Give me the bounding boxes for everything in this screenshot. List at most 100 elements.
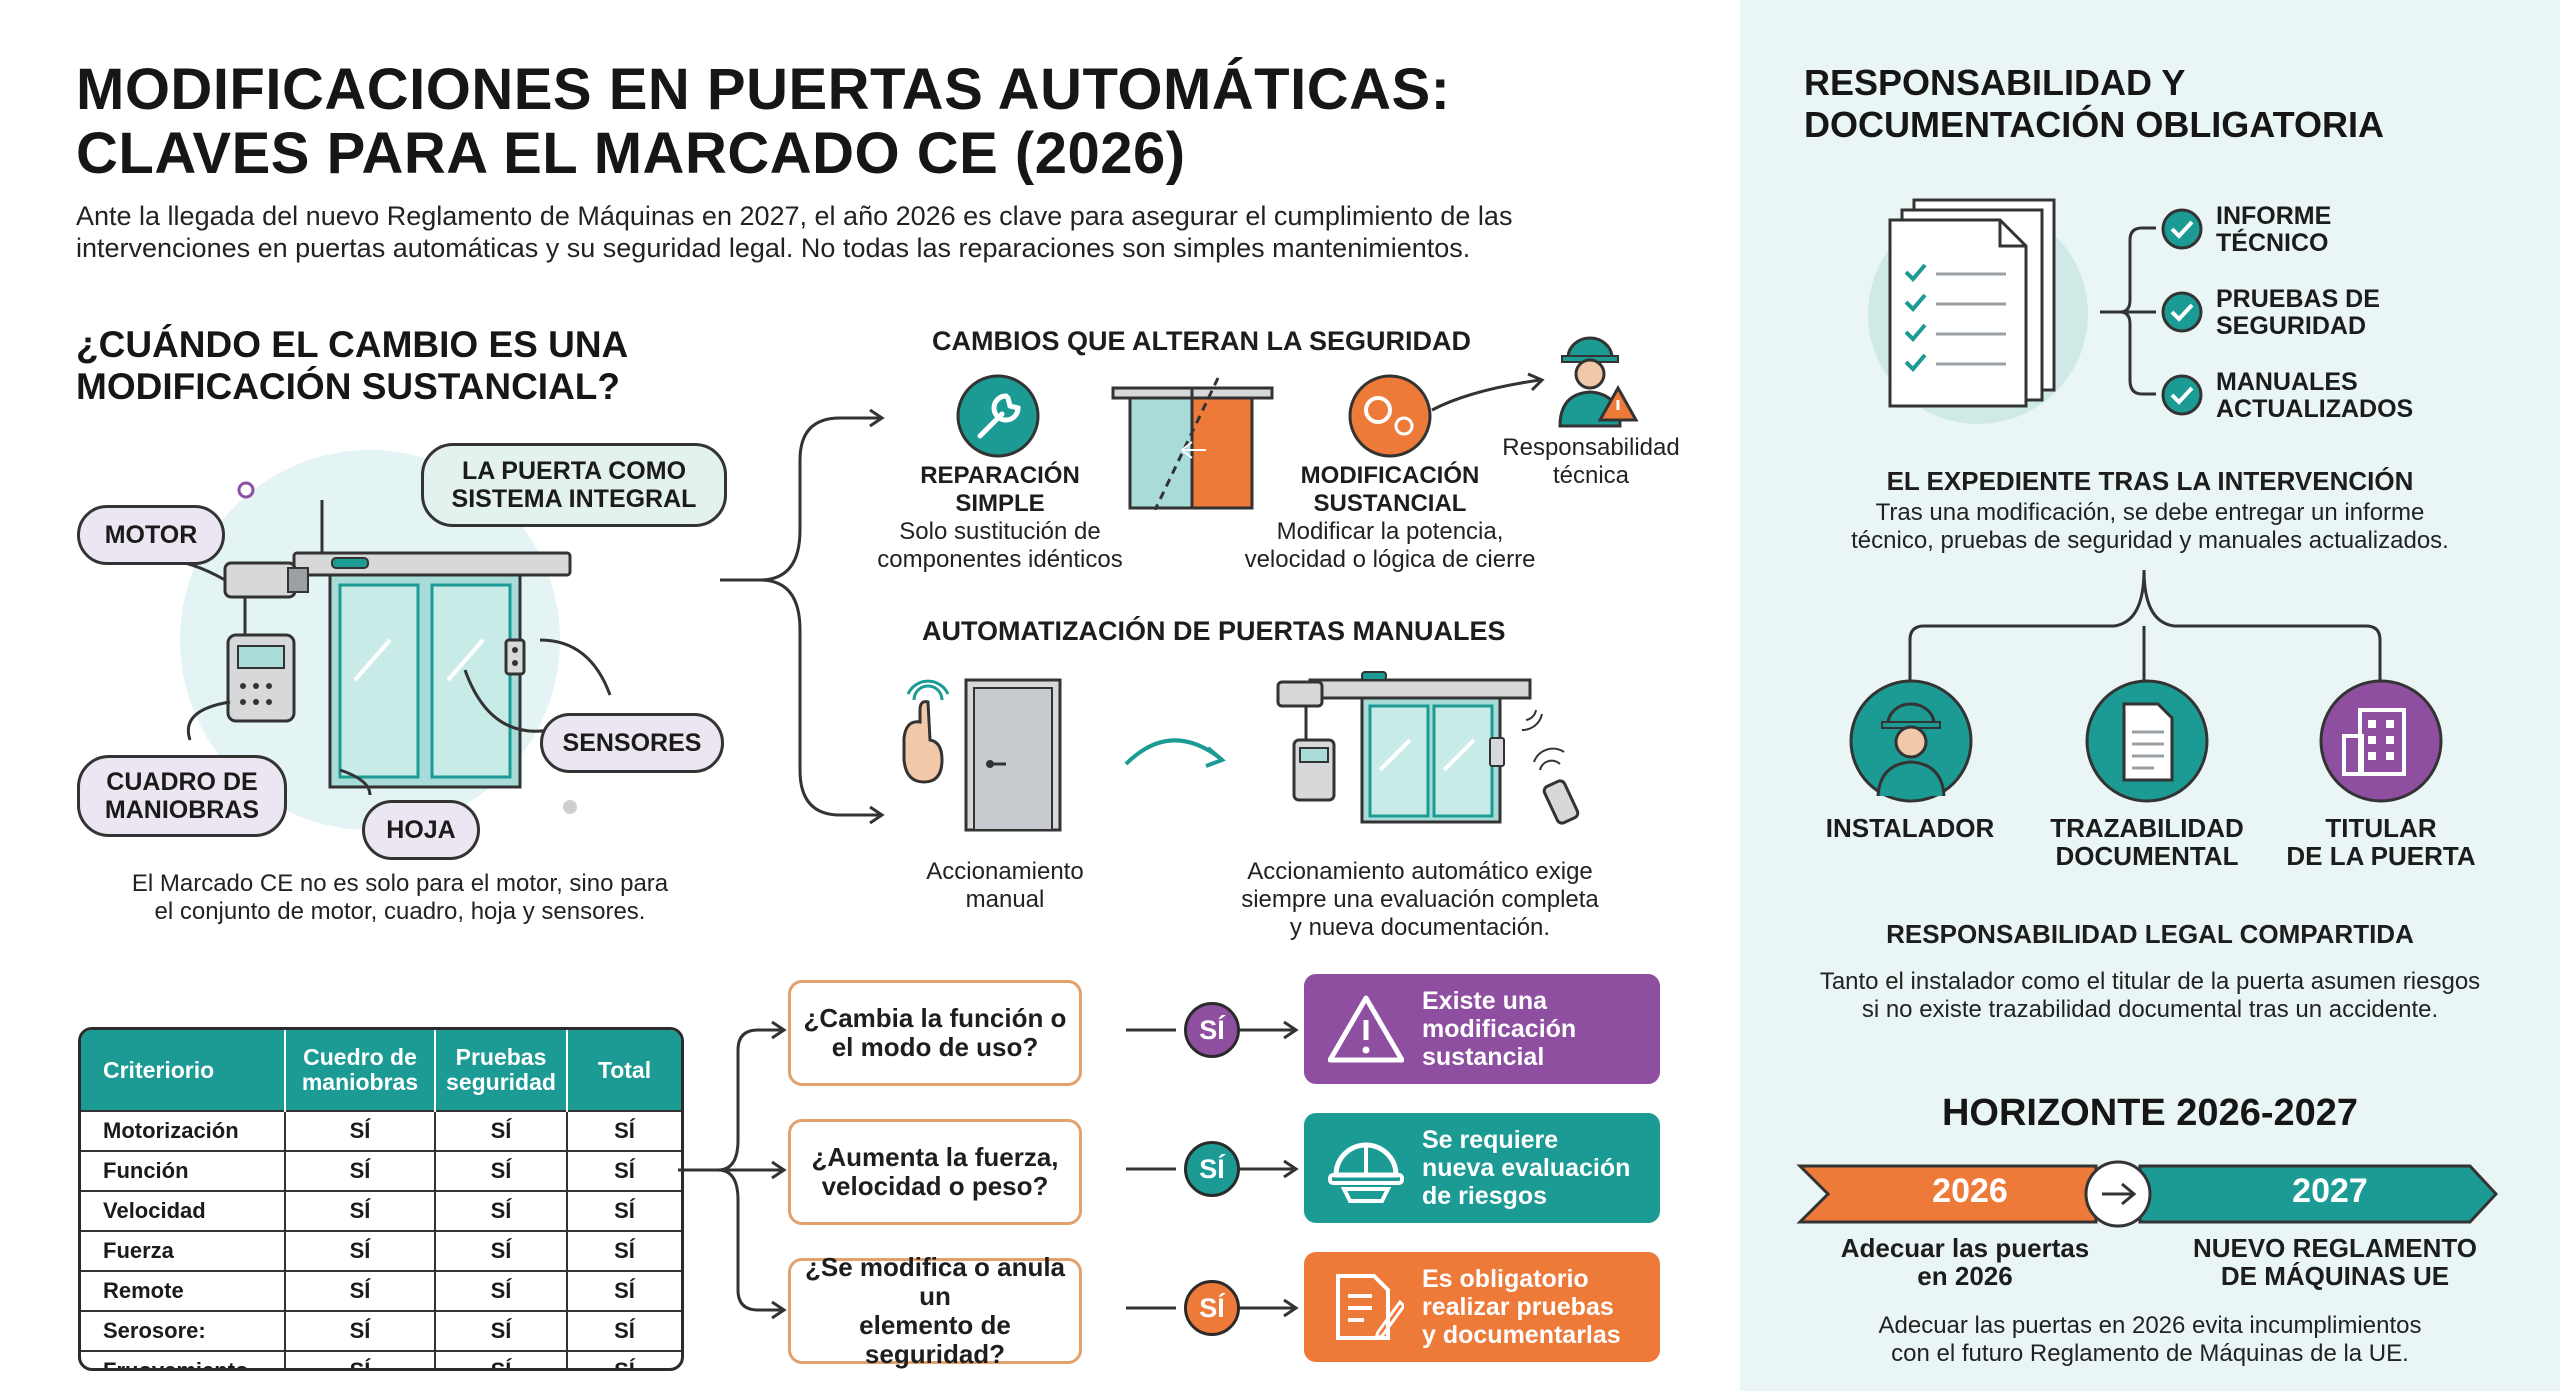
- table-cell: Fruovemiento: [81, 1350, 286, 1368]
- node-line: TRAZABILIDAD: [2050, 813, 2244, 843]
- substantial-modification: MODIFICACIÓN SUSTANCIAL Modificar la pot…: [1220, 462, 1560, 574]
- check-circle-icon: [2161, 208, 2203, 250]
- check-line: INFORME: [2216, 202, 2332, 230]
- table-cell: SÍ: [285, 1190, 436, 1231]
- label-integral-system: LA PUERTA COMO SISTEMA INTEGRAL: [421, 443, 727, 527]
- result-substantial: Existe una modificación sustancial: [1304, 974, 1660, 1084]
- auto-door-motor: [1276, 680, 1324, 708]
- safety-helmet-icon: [1328, 1142, 1404, 1203]
- table-cell: SÍ: [435, 1350, 568, 1368]
- manual-automation-illustration: [902, 671, 1580, 832]
- table-cell: SÍ: [285, 1150, 436, 1191]
- arrow-right-icon: [2102, 1182, 2137, 1206]
- substantial-desc-1: Modificar la potencia,: [1276, 518, 1504, 545]
- decor-dot: [563, 800, 577, 814]
- table-cell: SÍ: [285, 1110, 436, 1151]
- label-motor: MOTOR: [77, 505, 225, 565]
- intro-line-1: Ante la llegada del nuevo Reglamento de …: [76, 201, 1513, 231]
- result-line: sustancial: [1422, 1043, 1545, 1071]
- table-cell: SÍ: [435, 1190, 568, 1231]
- dashed-divider: [1153, 377, 1220, 510]
- table-cell: SÍ: [435, 1110, 568, 1151]
- page-title: MODIFICACIONES EN PUERTAS AUTOMÁTICAS: C…: [76, 58, 1451, 186]
- check-informe: INFORME TÉCNICO: [2216, 203, 2331, 257]
- check-pruebas: PRUEBAS DE SEGURIDAD: [2216, 286, 2380, 340]
- documents-illustration: [1868, 198, 2088, 424]
- answer-connectors: [1126, 1020, 1299, 1318]
- result-tests-text: Es obligatorio realizar pruebas y docume…: [1422, 1265, 1621, 1349]
- when-caption-1: El Marcado CE no es solo para el motor, …: [131, 870, 669, 897]
- table-cell: SÍ: [567, 1310, 681, 1351]
- legal-line-1: Tanto el instalador como el titular de l…: [1819, 968, 2481, 995]
- remote-control-icon: [1542, 779, 1580, 825]
- document-pen-icon: [1336, 1274, 1404, 1341]
- answer-yes-3: SÍ: [1184, 1280, 1240, 1336]
- leader-sensores-2: [463, 669, 551, 733]
- auto-caption-3: y nueva documentación.: [1289, 914, 1551, 941]
- year1-caption-1: Adecuar las puertas: [1840, 1233, 2090, 1263]
- intro-line-2: intervenciones en puertas automáticas y …: [76, 233, 1471, 263]
- label-hoja-text: HOJA: [386, 816, 456, 844]
- when-caption: El Marcado CE no es solo para el motor, …: [80, 870, 720, 926]
- check-line: MANUALES: [2216, 368, 2358, 396]
- check-line: PRUEBAS DE: [2216, 285, 2380, 313]
- expediente-tree-connector: [1908, 570, 2382, 680]
- question-function: ¿Cambia la función o el modo de uso?: [788, 980, 1082, 1086]
- label-sensores: SENSORES: [540, 713, 724, 773]
- technician-icon: [1558, 336, 1639, 428]
- table-to-questions-connector: [678, 1020, 787, 1320]
- auto-door-header: [1308, 678, 1532, 700]
- door-panel-orange: [1190, 396, 1254, 510]
- motor-unit: [223, 561, 297, 599]
- section-when-title: ¿CUÁNDO EL CAMBIO ES UNA MODIFICACIÓN SU…: [76, 324, 628, 408]
- auto-caption-2: siempre una evaluación completa: [1241, 886, 1599, 913]
- question-safety-element: ¿Se modifica o anula un elemento de segu…: [788, 1253, 1082, 1369]
- year2-caption-1: NUEVO REGLAMENTO: [2192, 1233, 2478, 1263]
- table-cell: SÍ: [567, 1110, 681, 1151]
- manual-caption-2: manual: [965, 886, 1045, 913]
- label-cuadro-line-1: CUADRO DE: [106, 768, 258, 796]
- table-cell: Función: [81, 1150, 286, 1191]
- node-line: DE LA PUERTA: [2286, 841, 2476, 871]
- node-line: DOCUMENTAL: [2055, 841, 2239, 871]
- year2-caption: NUEVO REGLAMENTO DE MÁQUINAS UE: [2170, 1234, 2500, 1290]
- table-header: Cuedro de maniobras: [285, 1030, 436, 1111]
- responsibility-line-2: técnica: [1552, 462, 1630, 489]
- year1-caption: Adecuar las puertas en 2026: [1800, 1234, 2130, 1290]
- auto-caption-1: Accionamiento automático exige: [1247, 858, 1593, 885]
- responsibility-title: RESPONSABILIDAD Y DOCUMENTACIÓN OBLIGATO…: [1804, 62, 2384, 146]
- warning-icon: [1328, 995, 1404, 1063]
- responsibility-title-1: RESPONSABILIDAD Y: [1804, 62, 2186, 103]
- horizon-title: HORIZONTE 2026-2027: [1941, 1092, 2359, 1134]
- result-line: y documentarlas: [1422, 1321, 1621, 1349]
- table-header-row: Criteriorio Cuedro de maniobras Pruebas …: [81, 1030, 681, 1111]
- arrow-to-responsibility: [1431, 378, 1541, 412]
- glass-reflection: [353, 638, 392, 682]
- result-line: nueva evaluación: [1422, 1154, 1631, 1182]
- node-installer-label: INSTALADOR: [1790, 814, 2030, 842]
- table-cell: Motorización: [81, 1110, 286, 1151]
- node-line: INSTALADOR: [1825, 813, 1995, 843]
- table-header: Criteriorio: [81, 1030, 286, 1111]
- table-cell: SÍ: [567, 1270, 681, 1311]
- table-cell: SÍ: [435, 1230, 568, 1271]
- year1-caption-2: en 2026: [1917, 1261, 2013, 1291]
- traceability-icon: [2085, 679, 2209, 803]
- legal-line-2: si no existe trazabilidad documental tra…: [1861, 996, 2439, 1023]
- horizon-footer-2: con el futuro Reglamento de Máquinas de …: [1891, 1340, 2409, 1367]
- check-line: TÉCNICO: [2216, 229, 2329, 257]
- question-line: ¿Se modifica o anula un: [804, 1252, 1066, 1311]
- result-line: de riesgos: [1422, 1182, 1548, 1210]
- installer-icon: [1849, 679, 1973, 803]
- document-front: [1888, 218, 2028, 408]
- simple-repair-title-2: SIMPLE: [955, 490, 1045, 517]
- expediente-line-1: Tras una modificación, se debe entregar …: [1875, 499, 2425, 526]
- title-line-1: MODIFICACIONES EN PUERTAS AUTOMÁTICAS:: [76, 57, 1451, 122]
- check-line: ACTUALIZADOS: [2216, 395, 2414, 423]
- expediente-line-2: técnico, pruebas de seguridad y manuales…: [1851, 527, 2449, 554]
- question-line: el modo de uso?: [831, 1032, 1039, 1062]
